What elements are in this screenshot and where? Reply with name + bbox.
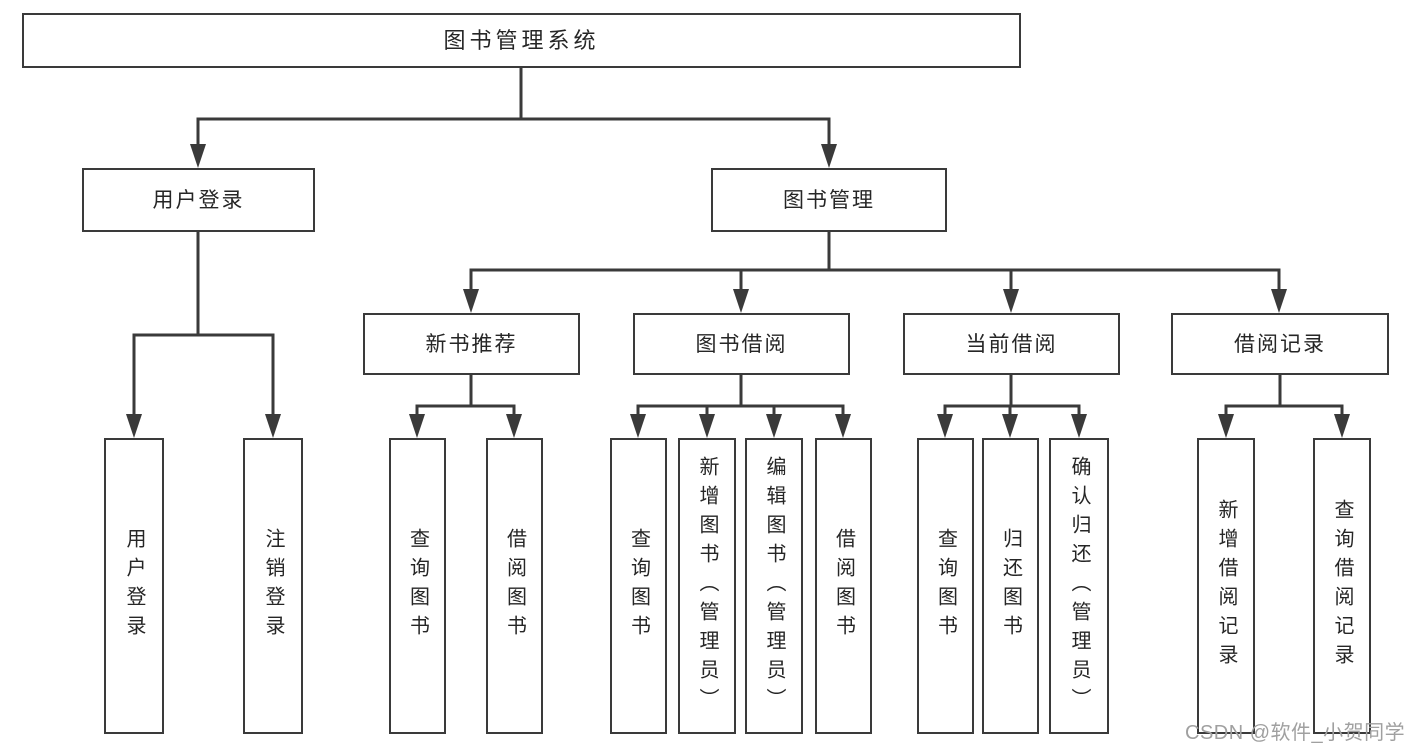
leaf-label: 编辑图书（管理员） (763, 455, 785, 717)
leaf-label: 查询图书 (627, 528, 650, 644)
leaf-label: 确认归还（管理员） (1068, 455, 1090, 717)
leaf-label: 查询图书 (406, 528, 429, 644)
node-label: 用户登录 (152, 188, 245, 212)
leaf-label: 归还图书 (999, 528, 1022, 644)
leaf-label: 查询图书 (934, 528, 957, 644)
leaf-user-login: 用户登录 (104, 438, 164, 734)
leaf-label: 新增借阅记录 (1215, 499, 1237, 673)
leaf-label: 查询借阅记录 (1331, 499, 1353, 673)
node-library-management-system: 图书管理系统 (22, 13, 1021, 68)
node-label: 图书借阅 (695, 332, 788, 356)
node-label: 图书管理系统 (443, 27, 600, 53)
node-label: 借阅记录 (1234, 332, 1326, 356)
leaf-label: 借阅图书 (832, 528, 855, 644)
node-label: 图书管理 (783, 188, 875, 212)
node-new-book-recommendation: 新书推荐 (363, 313, 580, 375)
leaf-confirm-return-admin: 确认归还（管理员） (1049, 438, 1109, 734)
leaf-label: 注销登录 (262, 528, 284, 644)
node-label: 新书推荐 (425, 332, 518, 356)
node-book-borrowing: 图书借阅 (633, 313, 850, 375)
leaf-label: 用户登录 (123, 528, 145, 644)
leaf-query-books-borrowing: 查询图书 (610, 438, 667, 734)
leaf-label: 新增图书（管理员） (696, 455, 718, 717)
leaf-logout: 注销登录 (243, 438, 303, 734)
leaf-query-books-newbook: 查询图书 (389, 438, 446, 734)
leaf-borrow-books-borrowing: 借阅图书 (815, 438, 872, 734)
node-book-management: 图书管理 (711, 168, 947, 232)
node-current-borrowing: 当前借阅 (903, 313, 1120, 375)
leaf-add-borrow-record: 新增借阅记录 (1197, 438, 1255, 734)
leaf-add-book-admin: 新增图书（管理员） (678, 438, 736, 734)
leaf-query-borrow-record: 查询借阅记录 (1313, 438, 1371, 734)
csdn-watermark: CSDN @软件_小贺同学 (1185, 722, 1405, 744)
leaf-borrow-books-newbook: 借阅图书 (486, 438, 543, 734)
leaf-return-books: 归还图书 (982, 438, 1039, 734)
leaf-query-books-current: 查询图书 (917, 438, 974, 734)
leaf-label: 借阅图书 (503, 528, 526, 644)
leaf-edit-book-admin: 编辑图书（管理员） (745, 438, 803, 734)
node-borrowing-records: 借阅记录 (1171, 313, 1389, 375)
node-user-login: 用户登录 (82, 168, 315, 232)
node-label: 当前借阅 (965, 332, 1058, 356)
